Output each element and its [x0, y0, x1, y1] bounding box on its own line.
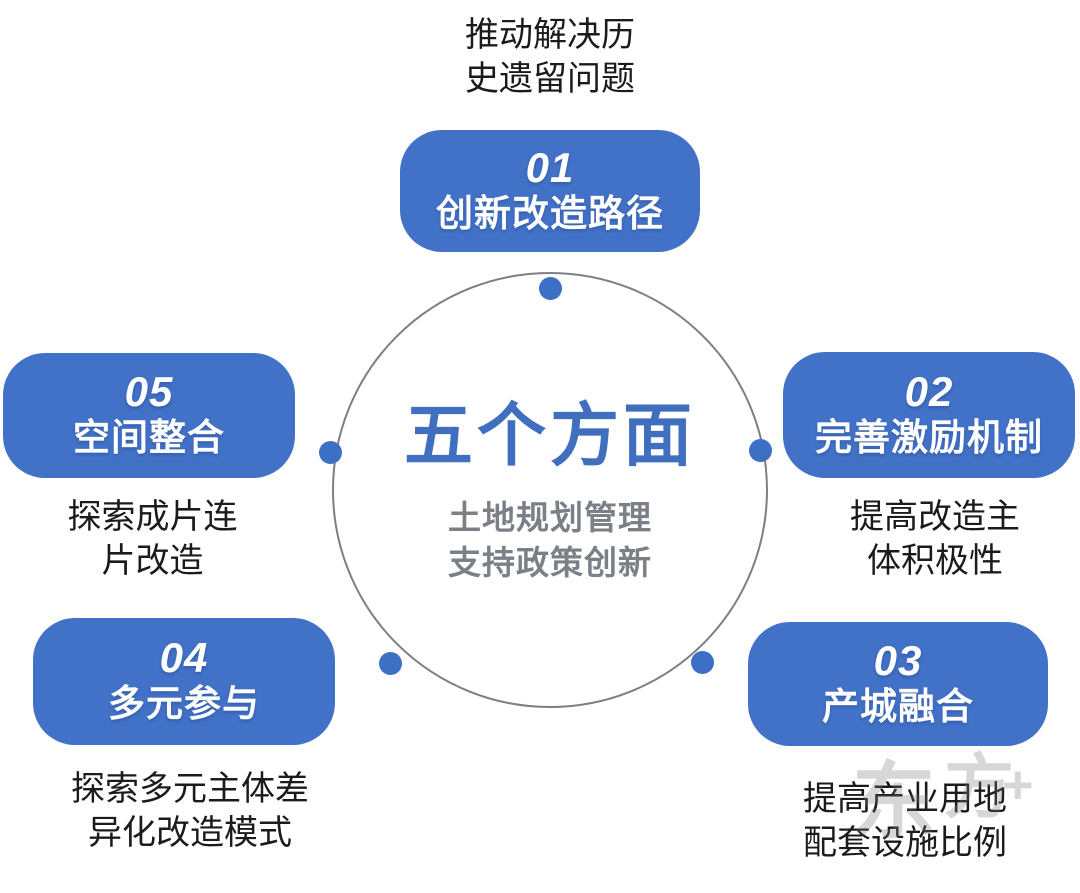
- item-label-01: 创新改造路径: [436, 192, 664, 234]
- caption-03-line-1: 提高产业用地: [803, 780, 1007, 818]
- item-pill-02[interactable]: 02 完善激励机制: [783, 352, 1075, 478]
- ring-node-dot-bottom-right: [691, 651, 714, 674]
- caption-04-line-2: 异化改造模式: [88, 813, 292, 852]
- item-pill-04[interactable]: 04 多元参与: [33, 618, 335, 745]
- item-label-05: 空间整合: [73, 417, 225, 458]
- item-pill-01[interactable]: 01 创新改造路径: [400, 130, 700, 252]
- caption-04: 探索多元主体差 异化改造模式: [25, 768, 355, 855]
- center-title: 五个方面: [404, 397, 696, 474]
- caption-05: 探索成片连 片改造: [10, 496, 295, 583]
- ring-node-dot-top: [539, 277, 562, 300]
- item-number-02: 02: [904, 367, 954, 415]
- caption-02-line-1: 提高改造主: [850, 498, 1020, 536]
- center-subtitle-line-2: 支持政策创新: [448, 543, 652, 581]
- caption-05-line-2: 片改造: [101, 541, 204, 580]
- caption-02-line-2: 体积极性: [867, 541, 1003, 580]
- ring-node-dot-bottom-left: [379, 652, 402, 675]
- item-label-02: 完善激励机制: [815, 416, 1043, 458]
- ring-node-dot-right: [749, 439, 772, 462]
- center-text-block: 五个方面 土地规划管理 支持政策创新: [340, 397, 760, 586]
- center-subtitle-line-1: 土地规划管理: [448, 499, 652, 537]
- caption-03: 提高产业用地 配套设施比例: [745, 778, 1065, 865]
- item-label-03: 产城融合: [822, 685, 974, 727]
- item-number-05: 05: [124, 368, 174, 415]
- caption-03-line-2: 配套设施比例: [803, 823, 1007, 862]
- caption-01-line-2: 史遗留问题: [465, 59, 635, 98]
- caption-04-line-1: 探索多元主体差: [71, 770, 309, 808]
- item-number-03: 03: [873, 636, 923, 684]
- item-pill-05[interactable]: 05 空间整合: [3, 353, 295, 478]
- caption-02: 提高改造主 体积极性: [790, 496, 1080, 583]
- item-pill-03[interactable]: 03 产城融合: [748, 622, 1048, 746]
- item-number-01: 01: [525, 143, 575, 191]
- caption-01: 推动解决历 史遗留问题: [390, 14, 710, 101]
- ring-node-dot-left: [319, 441, 342, 464]
- caption-01-line-1: 推动解决历: [465, 16, 635, 54]
- center-ring: [332, 272, 768, 708]
- center-subtitle: 土地规划管理 支持政策创新: [340, 496, 760, 585]
- caption-05-line-1: 探索成片连: [67, 498, 238, 536]
- item-number-04: 04: [159, 634, 209, 681]
- item-label-04: 多元参与: [108, 683, 260, 724]
